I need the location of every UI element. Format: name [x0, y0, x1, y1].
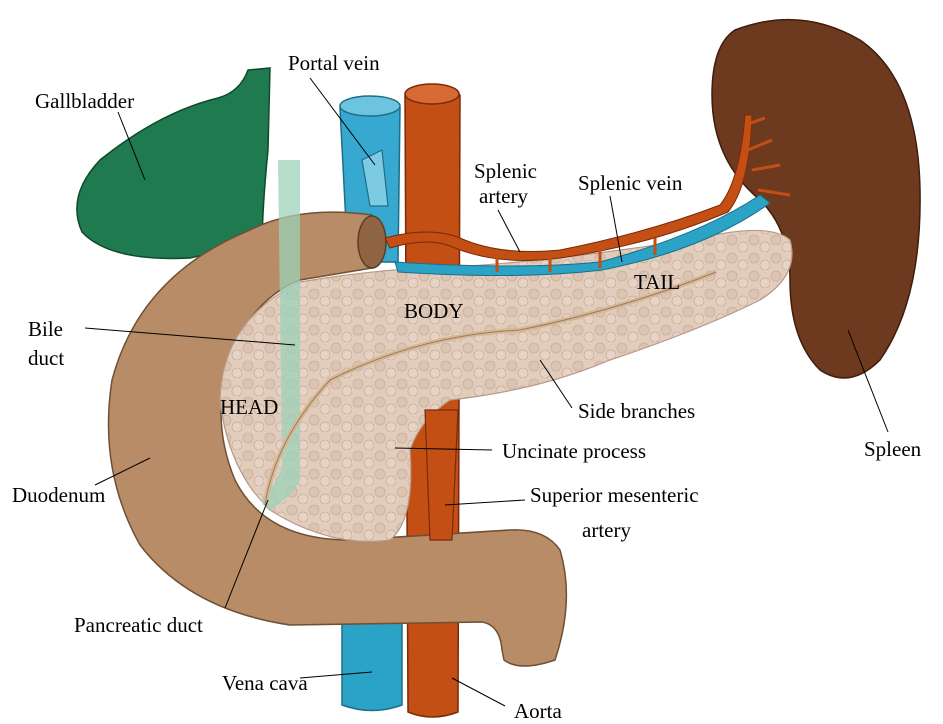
label-bile-duct-line1: Bile [28, 317, 63, 341]
spleen-shape [712, 20, 920, 378]
label-head: HEAD [220, 395, 278, 419]
superior-mesenteric-artery-shape [425, 410, 458, 540]
label-gallbladder: Gallbladder [35, 89, 134, 113]
leader-aorta [452, 678, 505, 706]
label-bile-duct-line2: duct [28, 346, 64, 370]
label-sma-line2: artery [582, 518, 631, 542]
label-tail: TAIL [634, 270, 680, 294]
label-spleen: Spleen [864, 437, 922, 461]
portal-vein-top [340, 96, 400, 116]
duodenum-opening [358, 216, 386, 268]
label-portal-vein: Portal vein [288, 51, 380, 75]
label-vena-cava: Vena cava [222, 671, 308, 695]
label-aorta: Aorta [514, 699, 562, 723]
label-splenic-artery-line2: artery [479, 184, 528, 208]
label-side-branches: Side branches [578, 399, 695, 423]
aorta-top [405, 84, 459, 104]
label-sma-line1: Superior mesenteric [530, 483, 699, 507]
label-pancreatic-duct: Pancreatic duct [74, 613, 203, 637]
label-body: BODY [404, 299, 464, 323]
label-splenic-vein: Splenic vein [578, 171, 683, 195]
leader-splenic-artery [498, 210, 520, 252]
label-splenic-artery-line1: Splenic [474, 159, 537, 183]
label-uncinate-process: Uncinate process [502, 439, 646, 463]
label-duodenum: Duodenum [12, 483, 105, 507]
